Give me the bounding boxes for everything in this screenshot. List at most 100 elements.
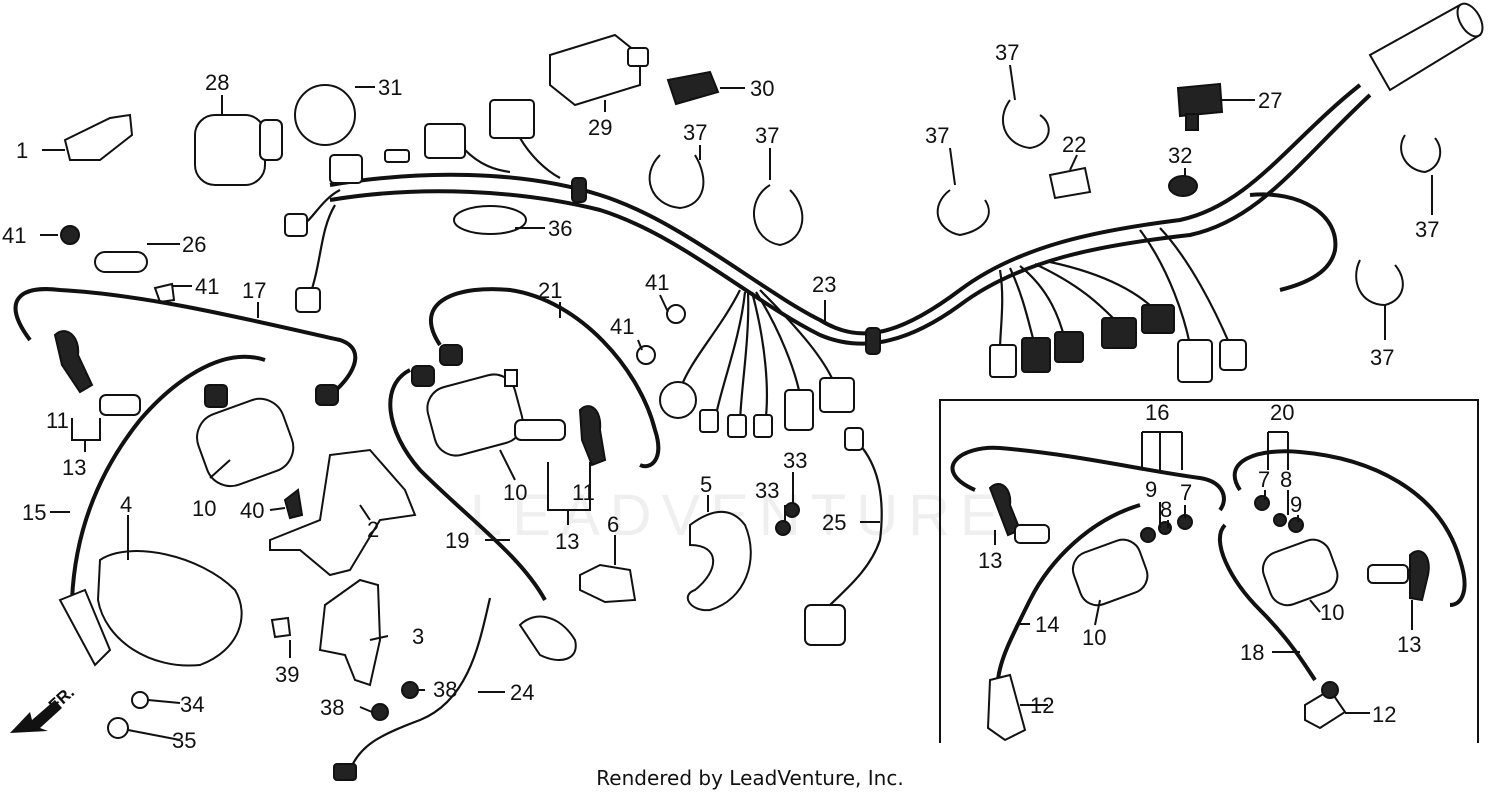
screw-icon bbox=[636, 345, 656, 365]
front-direction-arrow: FR. bbox=[10, 683, 78, 733]
leader-lines bbox=[40, 64, 1433, 741]
part-label: 35 bbox=[172, 728, 196, 753]
part-label: 15 bbox=[22, 500, 46, 525]
wire-clip-icon bbox=[753, 184, 804, 247]
screw-icon bbox=[153, 282, 176, 304]
part-label: 26 bbox=[182, 232, 206, 257]
high-tension-cord-19 bbox=[388, 368, 547, 601]
part-label: 30 bbox=[750, 76, 774, 101]
part-label: 23 bbox=[812, 272, 836, 297]
relay-27-icon bbox=[1176, 82, 1224, 131]
cover-5-icon bbox=[686, 510, 752, 612]
footer-credit: Rendered by LeadVenture, Inc. bbox=[596, 766, 904, 790]
part-label: 33 bbox=[755, 478, 779, 503]
part-label: 7 bbox=[1258, 467, 1270, 492]
part-label: 17 bbox=[242, 278, 266, 303]
clamp-band-icon bbox=[294, 84, 356, 146]
small-relay-icon bbox=[666, 70, 720, 106]
part-label: 16 bbox=[1145, 400, 1169, 425]
screw-39-icon bbox=[270, 616, 292, 639]
bracket-2-icon bbox=[269, 448, 417, 577]
ignition-coil-icon bbox=[196, 397, 295, 488]
part-label: 7 bbox=[1180, 480, 1192, 505]
part-label: 24 bbox=[510, 680, 534, 705]
part-label: 34 bbox=[180, 692, 204, 717]
part-label: 37 bbox=[1415, 217, 1439, 242]
part-label: 13 bbox=[555, 529, 579, 554]
part-label: 29 bbox=[588, 115, 612, 140]
part-label: 10 bbox=[1082, 625, 1106, 650]
part-label: 21 bbox=[538, 278, 562, 303]
part-label: 13 bbox=[978, 548, 1002, 573]
plug-cap-11-icon bbox=[99, 394, 141, 416]
part-label: 41 bbox=[645, 270, 669, 295]
part-label: 11 bbox=[572, 480, 595, 505]
cover-4-icon bbox=[96, 550, 243, 667]
sub-cord-25 bbox=[829, 434, 883, 606]
part-label: 36 bbox=[548, 216, 572, 241]
part-label: 32 bbox=[1168, 143, 1192, 168]
part-label: 11 bbox=[46, 408, 69, 433]
part-label: 37 bbox=[995, 40, 1019, 65]
part-label: 10 bbox=[1320, 600, 1344, 625]
part-label: 37 bbox=[1370, 345, 1394, 370]
part-label: 28 bbox=[205, 70, 229, 95]
bolt-35-icon bbox=[107, 717, 129, 739]
part-label: 14 bbox=[1035, 612, 1059, 637]
wire-clip-icon bbox=[936, 189, 990, 237]
control-unit-box-icon bbox=[549, 33, 649, 107]
high-tension-cord-21 bbox=[429, 287, 661, 469]
wire-clip-icon bbox=[1001, 99, 1050, 150]
ground-cable-24 bbox=[348, 597, 492, 771]
screw-33-icon bbox=[784, 502, 800, 518]
plug-cap-19-icon bbox=[518, 615, 577, 661]
part-label: 8 bbox=[1280, 467, 1292, 492]
nut-38-icon bbox=[401, 681, 419, 699]
part-label: 39 bbox=[275, 662, 299, 687]
part-label: 8 bbox=[1160, 497, 1172, 522]
part-label: 41 bbox=[2, 223, 26, 248]
main-wire-harness bbox=[284, 2, 1484, 438]
part-label: 33 bbox=[783, 448, 807, 473]
part-label: 1 bbox=[16, 138, 28, 163]
wire-clip-icon bbox=[1400, 134, 1442, 174]
part-label: 40 bbox=[240, 498, 264, 523]
rubber-ring-icon bbox=[453, 205, 527, 235]
part-label: 25 bbox=[822, 510, 846, 535]
part-labels: 1 2 3 4 5 6 7 7 8 8 9 9 10 10 10 10 11 1… bbox=[2, 40, 1439, 753]
clamp-26-icon bbox=[94, 251, 148, 273]
part-label: 38 bbox=[433, 677, 457, 702]
wire-clip-icon bbox=[1355, 259, 1404, 307]
part-label: 41 bbox=[195, 274, 219, 299]
part-label: 19 bbox=[445, 528, 469, 553]
part-label: 20 bbox=[1270, 400, 1294, 425]
rubber-mount-icon bbox=[1048, 166, 1092, 200]
part-label: 31 bbox=[378, 75, 402, 100]
part-label: 41 bbox=[610, 314, 634, 339]
plug-cap-11b-icon bbox=[514, 419, 566, 441]
part-label: 3 bbox=[412, 624, 424, 649]
part-label: 12 bbox=[1030, 693, 1054, 718]
part-label: 5 bbox=[700, 472, 712, 497]
bracket-3-icon bbox=[318, 578, 382, 687]
connector-25-icon bbox=[804, 604, 846, 646]
bracket-icon bbox=[63, 113, 134, 161]
part-label: 4 bbox=[120, 492, 132, 517]
washer-icon bbox=[131, 691, 149, 709]
part-label: 13 bbox=[62, 455, 86, 480]
part-label: 27 bbox=[1258, 88, 1282, 113]
part-label: 9 bbox=[1145, 477, 1157, 502]
part-label: 22 bbox=[1062, 132, 1086, 157]
spark-plug-cap-icon bbox=[53, 330, 94, 394]
screw-icon bbox=[666, 304, 686, 324]
bracket-6-icon bbox=[579, 563, 637, 604]
part-label: 37 bbox=[925, 123, 949, 148]
bolt-40-icon bbox=[283, 488, 304, 520]
part-label: 38 bbox=[320, 695, 344, 720]
part-label: 13 bbox=[1397, 632, 1421, 657]
grommet-icon bbox=[1168, 175, 1198, 197]
part-label: 6 bbox=[607, 512, 619, 537]
harness-end-cylinder bbox=[1368, 2, 1484, 92]
wire-clip-icon bbox=[648, 154, 705, 210]
screw-33b-icon bbox=[775, 520, 791, 536]
